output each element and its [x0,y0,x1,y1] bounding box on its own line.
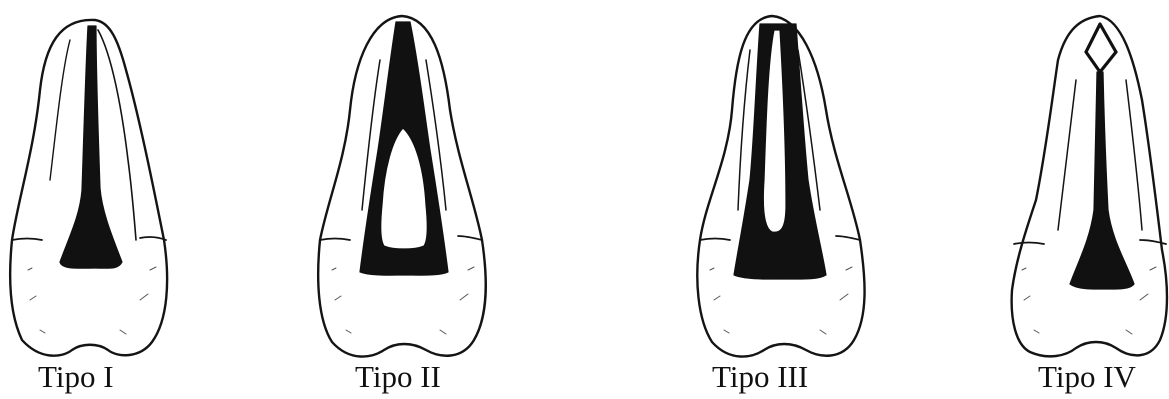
caption-tipo-2: Tipo II [355,360,441,394]
cej-line [836,236,860,240]
cej-line [320,239,350,241]
pulp-canal [1070,72,1134,289]
cej-line [700,239,730,241]
caption-tipo-1: Tipo I [38,360,114,394]
tooth-outline [1012,16,1167,356]
apical-canal-split [1086,24,1116,72]
pulp-canal [360,22,448,275]
cej-line [140,237,166,240]
root-contour [50,40,70,180]
tooth-type-2 [318,16,486,357]
cej-line [1014,243,1044,245]
cej-line [12,239,42,241]
cej-line [458,236,482,240]
root-contour [1126,80,1142,230]
root-contour [738,50,750,210]
tooth-outline [697,16,864,357]
caption-tipo-4: Tipo IV [1038,360,1136,394]
crown-stipple [332,267,474,334]
tooth-type-4 [1012,16,1167,356]
tooth-type-1 [10,20,167,356]
crown-stipple [28,267,156,334]
caption-tipo-3: Tipo III [712,360,808,394]
pulp-canal [60,26,122,268]
root-contour [1058,80,1076,230]
tooth-type-3 [697,16,864,357]
